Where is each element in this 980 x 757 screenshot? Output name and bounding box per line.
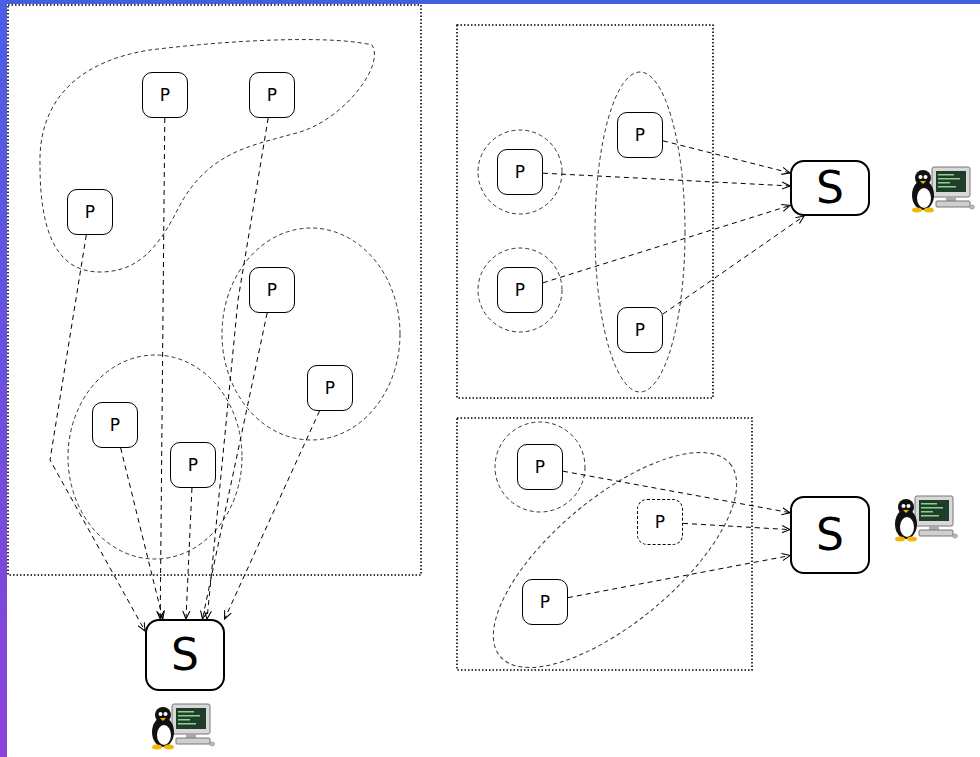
node-label: P bbox=[267, 87, 277, 104]
process-group bbox=[460, 416, 770, 704]
process-box: P bbox=[617, 112, 663, 158]
process-box: P bbox=[170, 442, 216, 488]
node-label: P bbox=[188, 457, 198, 474]
process-box: P bbox=[92, 402, 138, 448]
message-arrow bbox=[543, 173, 790, 186]
process-box: P bbox=[497, 267, 543, 313]
message-arrow bbox=[543, 206, 790, 283]
message-arrow bbox=[186, 488, 192, 619]
side-bar bbox=[0, 0, 7, 757]
node-label: S bbox=[171, 633, 199, 677]
process-box: P bbox=[67, 189, 113, 235]
message-arrow bbox=[663, 141, 790, 173]
node-label: P bbox=[325, 380, 335, 397]
process-box: P bbox=[517, 444, 563, 490]
node-label: P bbox=[535, 459, 545, 476]
message-arrow bbox=[50, 235, 145, 631]
node-label: P bbox=[655, 514, 665, 531]
process-box: P bbox=[497, 149, 543, 195]
process-group bbox=[495, 422, 585, 512]
process-box: P bbox=[617, 307, 663, 353]
linux-host-icon bbox=[912, 167, 975, 213]
server-box: S bbox=[790, 496, 870, 574]
node-label: P bbox=[85, 204, 95, 221]
process-group bbox=[222, 228, 400, 440]
server-box: S bbox=[145, 619, 225, 691]
cluster-panel bbox=[457, 25, 713, 398]
process-box: P bbox=[142, 72, 188, 118]
node-label: P bbox=[515, 164, 525, 181]
message-arrow bbox=[225, 411, 320, 619]
node-label: P bbox=[267, 282, 277, 299]
message-arrow bbox=[121, 448, 163, 619]
process-box: P bbox=[249, 72, 295, 118]
process-group bbox=[478, 130, 562, 214]
linux-host-icon bbox=[152, 704, 215, 750]
process-box: P bbox=[307, 365, 353, 411]
node-label: P bbox=[110, 417, 120, 434]
process-box: P bbox=[522, 579, 568, 625]
process-box: P bbox=[637, 499, 683, 545]
node-label: P bbox=[635, 322, 645, 339]
node-label: P bbox=[160, 87, 170, 104]
node-label: S bbox=[816, 166, 844, 210]
cluster-panel bbox=[457, 418, 752, 670]
process-box: P bbox=[249, 267, 295, 313]
message-arrow bbox=[663, 216, 804, 314]
top-bar bbox=[0, 0, 980, 4]
node-label: S bbox=[816, 513, 844, 557]
process-group bbox=[595, 72, 685, 392]
node-label: P bbox=[540, 594, 550, 611]
linux-host-icon bbox=[895, 496, 958, 542]
node-label: P bbox=[515, 282, 525, 299]
message-arrow bbox=[568, 556, 790, 598]
cluster-panel bbox=[8, 5, 421, 575]
process-group bbox=[40, 40, 375, 272]
process-group bbox=[478, 248, 562, 332]
message-arrow bbox=[160, 118, 165, 619]
node-label: P bbox=[635, 127, 645, 144]
message-arrow bbox=[683, 523, 790, 529]
process-group bbox=[68, 355, 242, 559]
server-box: S bbox=[790, 160, 870, 216]
